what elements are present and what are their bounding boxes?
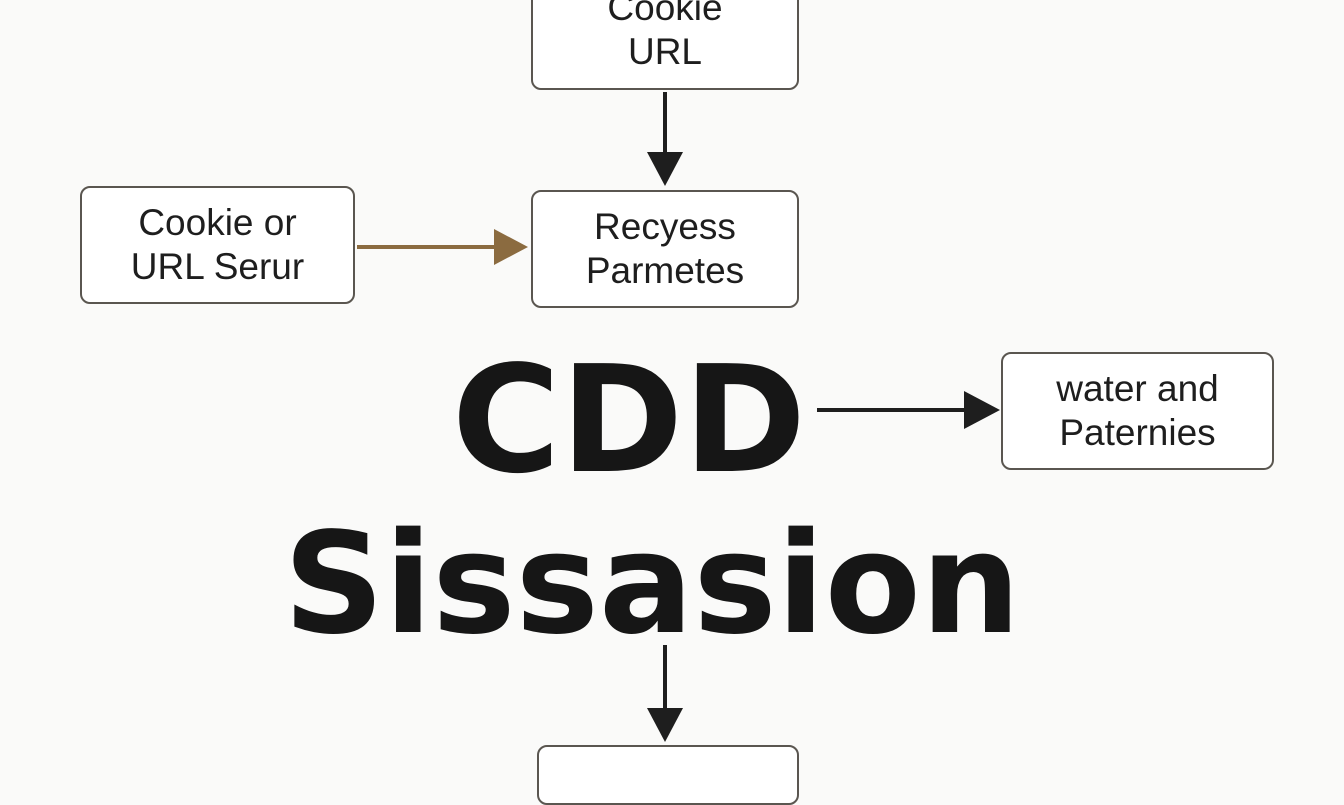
node-cookie-url: Cookie URL <box>531 0 799 90</box>
node-cookie-or-url-serur: Cookie or URL Serur <box>80 186 355 304</box>
node-cookie-url-line1: Cookie <box>607 0 723 28</box>
node-bottom <box>537 745 799 805</box>
node-cookie-or-url-serur-line2: URL Serur <box>130 246 305 287</box>
center-title-line2: Sissasion <box>283 503 1021 666</box>
node-recyess-parmetes-line1: Recyess <box>594 206 736 247</box>
arrow-top-to-middle-head <box>647 152 683 186</box>
center-title-line1: CDD <box>451 334 807 506</box>
node-water-and-paternies: water and Paternies <box>1001 352 1274 470</box>
node-water-and-paternies-line2: Paternies <box>1059 412 1216 453</box>
node-cookie-url-line2: URL <box>627 31 703 72</box>
arrow-left-to-middle-head <box>494 229 528 265</box>
arrow-center-to-bottom-head <box>647 708 683 742</box>
node-cookie-or-url-serur-line1: Cookie or <box>138 202 297 243</box>
node-recyess-parmetes: Recyess Parmetes <box>531 190 799 308</box>
node-recyess-parmetes-line2: Parmetes <box>585 250 745 291</box>
node-water-and-paternies-line1: water and <box>1056 368 1219 409</box>
